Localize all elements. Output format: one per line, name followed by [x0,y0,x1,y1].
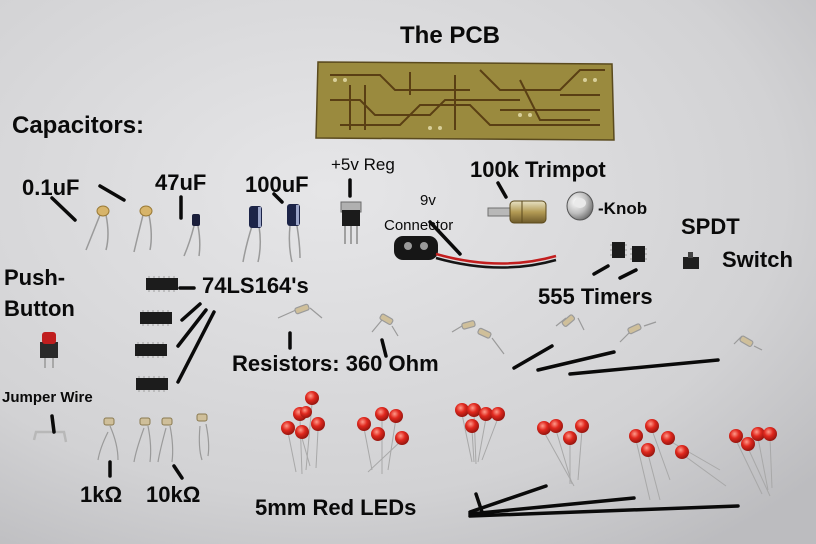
555-timer-b [630,246,647,262]
led-group-5 [629,419,727,501]
label-connector-line2: Connector [384,217,454,234]
capacitor-47uf [183,214,201,257]
label-555-timers: 555 Timers [538,284,653,309]
label-cap-0-1uf: 0.1uF [22,175,80,200]
led-group-3 [455,403,505,465]
jumper-wire [32,430,68,443]
label-leds: 5mm Red LEDs [255,495,417,520]
ic-74ls164-1 [146,276,178,292]
label-pcb: The PCB [400,22,501,49]
label-resistor-1k: 1kΩ [80,482,123,507]
ic-74ls164-3 [135,342,167,358]
led-group-6 [729,427,777,497]
push-button-part [40,332,58,368]
capacitor-100uf-b [287,204,301,263]
label-cap-47uf: 47uF [155,170,207,195]
label-trimpot: 100k Trimpot [470,157,606,182]
ic-74ls164-4 [136,376,168,392]
capacitor-0-1uf-b [133,205,153,253]
pcb-board [315,61,615,141]
label-resistor-10k: 10kΩ [146,482,201,507]
label-regulator: +5v Reg [331,155,395,174]
label-push-line1: Push- [4,265,66,290]
led-group-2 [357,407,409,474]
label-push-line2: Button [4,296,75,321]
9v-connector [394,236,557,269]
label-spdt-line1: SPDT [681,214,740,239]
resistors-360-ohm [277,303,763,355]
label-knob: -Knob [598,199,648,218]
pointer-lines [50,178,740,518]
resistor-1k [97,417,119,461]
trimpot [487,200,547,224]
label-capacitors: Capacitors: [12,112,145,139]
resistor-10k-b [157,417,174,463]
label-cap-100uf: 100uF [245,172,309,197]
spdt-switch [683,252,699,269]
led-group-4 [537,419,589,487]
ic-74ls164-2 [140,310,172,326]
capacitor-100uf-a [242,206,262,263]
label-connector-line1: 9v [420,192,436,209]
label-jumper-wire: Jumper Wire [2,389,93,406]
resistor-10k-a [133,417,152,463]
label-resistors: Resistors: 360 Ohm [232,351,439,376]
led-group-1 [281,391,325,475]
voltage-regulator [340,201,362,244]
label-spdt-line2: Switch [722,247,793,272]
knob [566,191,594,221]
resistor-10k-c [196,413,210,461]
label-ic-74ls164: 74LS164's [202,273,309,298]
capacitor-0-1uf-a [85,205,110,251]
555-timer-a [610,242,627,258]
